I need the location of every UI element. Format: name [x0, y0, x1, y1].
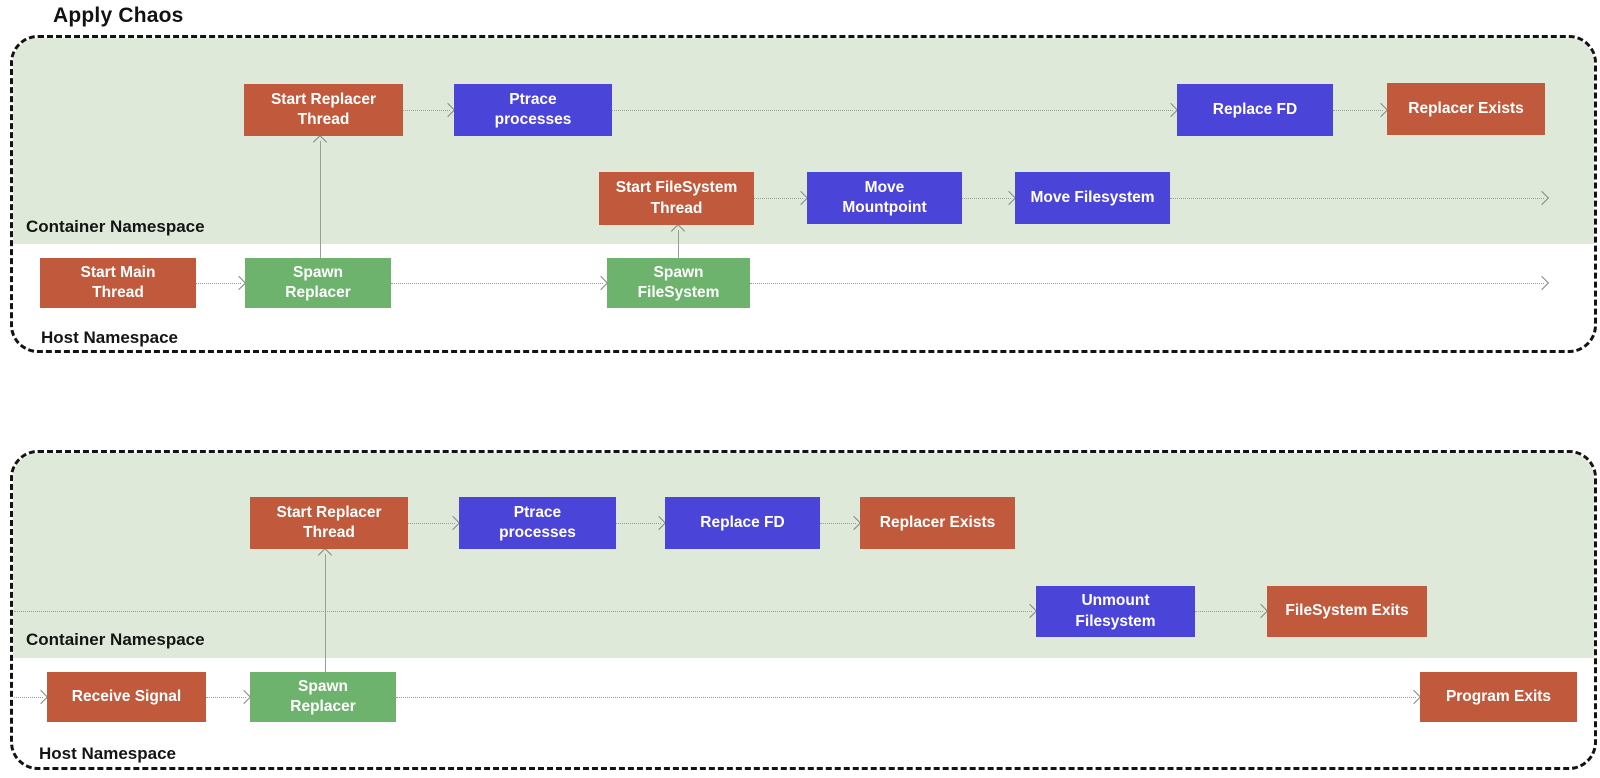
node-filesystem-exits: FileSystem Exits: [1267, 586, 1427, 637]
node-move-mountpoint: Move Mountpoint: [807, 172, 962, 224]
node-start-main-thread: Start Main Thread: [40, 258, 196, 308]
page-title: Apply Chaos: [53, 4, 184, 27]
container-namespace-label: Container Namespace: [26, 217, 205, 236]
node-move-filesystem: Move Filesystem: [1015, 172, 1170, 224]
node-ptrace-processes: Ptrace processes: [459, 497, 616, 549]
node-replacer-exists: Replacer Exists: [860, 497, 1015, 549]
connector-line-spawn-replacer-to-start-replacer-thread: [325, 554, 326, 672]
connector-line-move-filesystem-to-panel-edge: [1170, 198, 1544, 199]
connector-line-replace-fd-to-replacer-exists: [820, 523, 856, 524]
node-replace-fd: Replace FD: [665, 497, 820, 549]
node-start-replacer-thread: Start Replacer Thread: [244, 84, 403, 136]
container-namespace-label: Container Namespace: [26, 630, 205, 649]
connector-line-start-main-thread-to-spawn-replacer: [196, 283, 241, 284]
connector-line-spawn-replacer-to-spawn-filesystem: [391, 283, 603, 284]
connector-line-unmount-filesystem-to-filesystem-exits: [1195, 611, 1263, 612]
node-spawn-replacer: Spawn Replacer: [250, 672, 396, 722]
connector-line-ptrace-processes-to-replace-fd: [616, 523, 661, 524]
node-replacer-exists: Replacer Exists: [1387, 83, 1545, 135]
host-namespace-label: Host Namespace: [39, 744, 177, 763]
node-spawn-filesystem: Spawn FileSystem: [607, 258, 750, 308]
node-receive-signal: Receive Signal: [47, 672, 206, 722]
node-replace-fd: Replace FD: [1177, 84, 1333, 136]
node-program-exits: Program Exits: [1420, 672, 1577, 722]
node-unmount-filesystem: Unmount Filesystem: [1036, 586, 1195, 637]
connector-line-replace-fd-to-replacer-exists: [1333, 110, 1383, 111]
connector-line-panel-edge-to-unmount-filesystem: [14, 611, 1032, 612]
connector-line-start-replacer-thread-to-ptrace-processes: [403, 110, 450, 111]
connector-line-start-filesystem-thread-to-move-mountpoint: [754, 198, 803, 199]
host-namespace-label: Host Namespace: [41, 328, 179, 347]
connector-line-spawn-replacer-to-start-replacer-thread: [320, 141, 321, 258]
connector-line-ptrace-processes-to-replace-fd: [612, 110, 1173, 111]
connector-line-start-replacer-thread-to-ptrace-processes: [408, 523, 455, 524]
connector-line-spawn-replacer-to-program-exits: [396, 697, 1416, 698]
connector-line-receive-signal-to-spawn-replacer: [206, 697, 246, 698]
container-namespace-zone: [13, 38, 1594, 244]
node-ptrace-processes: Ptrace processes: [454, 84, 612, 136]
node-spawn-replacer: Spawn Replacer: [245, 258, 391, 308]
node-start-filesystem-thread: Start FileSystem Thread: [599, 172, 754, 225]
connector-line-panel-edge-to-receive-signal: [14, 697, 43, 698]
node-start-replacer-thread: Start Replacer Thread: [250, 497, 408, 549]
connector-line-move-mountpoint-to-move-filesystem: [962, 198, 1011, 199]
connector-line-spawn-filesystem-to-start-filesystem-thread: [678, 230, 679, 258]
connector-line-spawn-filesystem-to-panel-edge: [750, 283, 1544, 284]
